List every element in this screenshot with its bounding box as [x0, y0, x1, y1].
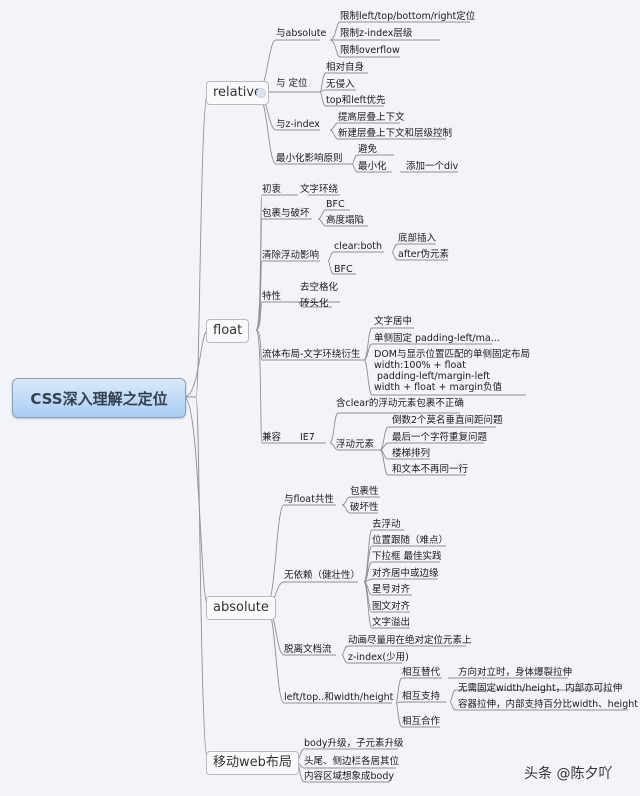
- node-leaf[interactable]: 限制z-index层级: [340, 28, 413, 39]
- branch-relative[interactable]: relative: [206, 81, 270, 105]
- node-leaf[interactable]: 文字居中: [374, 316, 413, 327]
- node-features[interactable]: 特性: [262, 291, 282, 302]
- node-wrap-break[interactable]: 包裹与破坏: [262, 208, 310, 219]
- node-leaf[interactable]: after伪元素: [398, 249, 449, 260]
- node-leaf[interactable]: 最后一个字符重复问题: [392, 432, 488, 443]
- node-leaf[interactable]: 破坏性: [350, 502, 379, 513]
- node-with-absolute[interactable]: 与absolute: [276, 28, 327, 39]
- node-leaf[interactable]: 限制overflow: [340, 45, 400, 56]
- node-leaf[interactable]: 容器拉伸，内部支持百分比width、height: [458, 699, 638, 710]
- branch-float-label: float: [213, 323, 243, 338]
- node-leaf[interactable]: 下拉框 最佳实践: [372, 551, 442, 562]
- node-leaf[interactable]: 砖头化: [300, 298, 329, 309]
- node-leaf[interactable]: 星号对齐: [372, 584, 411, 595]
- node-minimize-principle[interactable]: 最小化影响原则: [276, 153, 343, 164]
- node-left-top-width-height[interactable]: left/top..和width/height: [284, 692, 394, 703]
- node-leaf[interactable]: 文字溢出: [372, 617, 411, 628]
- branch-relative-label: relative: [213, 85, 263, 100]
- branch-absolute[interactable]: absolute: [206, 596, 276, 620]
- node-leaf[interactable]: padding-left/margin-left: [374, 371, 490, 382]
- node-out-of-flow[interactable]: 脱离文档流: [284, 644, 332, 655]
- node-leaf[interactable]: 避免: [358, 144, 378, 155]
- node-leaf[interactable]: 去浮动: [372, 519, 401, 530]
- node-leaf[interactable]: DOM与显示位置匹配的单侧固定布局: [374, 349, 530, 360]
- node-clear-float[interactable]: 清除浮动影响: [262, 250, 320, 261]
- node-leaf[interactable]: 含clear的浮动元素包裹不正确: [336, 398, 464, 409]
- node-leaf[interactable]: 对齐居中或边缘: [372, 568, 439, 579]
- node-ie7[interactable]: IE7: [300, 432, 315, 443]
- node-leaf[interactable]: 添加一个div: [406, 161, 459, 172]
- node-leaf[interactable]: 单侧固定 padding-left/ma...: [374, 333, 500, 344]
- node-leaf[interactable]: 底部插入: [398, 233, 437, 244]
- branch-mobile-label: 移动web布局: [213, 755, 292, 770]
- node-leaf[interactable]: clear:both: [334, 241, 383, 252]
- node-leaf[interactable]: 内容区域想象成body: [304, 771, 394, 782]
- node-leaf[interactable]: 最小化: [358, 161, 387, 172]
- node-leaf[interactable]: BFC: [334, 264, 353, 275]
- branch-mobile[interactable]: 移动web布局: [206, 751, 299, 775]
- node-leaf[interactable]: 无侵入: [326, 79, 355, 90]
- node-independent[interactable]: 无依赖（健壮性）: [284, 570, 361, 581]
- node-leaf[interactable]: top和left优先: [326, 95, 386, 106]
- node-positioning[interactable]: 与 定位: [276, 78, 308, 89]
- node-leaf[interactable]: 提高层叠上下文: [338, 112, 405, 123]
- node-leaf[interactable]: 倒数2个莫名垂直间距问题: [392, 415, 503, 426]
- node-original-intent[interactable]: 初衷: [262, 184, 282, 195]
- node-leaf[interactable]: 相互替代: [402, 667, 441, 678]
- node-leaf[interactable]: width + float + margin负值: [374, 382, 503, 393]
- root-node[interactable]: CSS深入理解之定位: [12, 378, 186, 418]
- branch-absolute-label: absolute: [213, 600, 269, 615]
- node-leaf[interactable]: 和文本不再同一行: [392, 464, 469, 475]
- node-leaf[interactable]: 包裹性: [350, 486, 379, 497]
- node-float-common[interactable]: 与float共性: [284, 494, 334, 505]
- node-leaf[interactable]: 文字环绕: [300, 184, 339, 195]
- node-leaf[interactable]: 相对自身: [326, 62, 365, 73]
- node-float-element[interactable]: 浮动元素: [336, 439, 375, 450]
- node-leaf[interactable]: 相互支持: [402, 691, 441, 702]
- node-fluid-layout[interactable]: 流体布局-文字环绕衍生: [262, 349, 361, 360]
- node-leaf[interactable]: 动画尽量用在绝对定位元素上: [348, 635, 472, 646]
- branch-float[interactable]: float: [206, 319, 250, 343]
- node-leaf[interactable]: 去空格化: [300, 282, 339, 293]
- node-leaf[interactable]: 限制left/top/bottom/right定位: [340, 11, 476, 22]
- node-leaf[interactable]: width:100% + float: [374, 360, 466, 371]
- node-leaf[interactable]: z-index(少用): [348, 652, 409, 663]
- node-leaf[interactable]: 图文对齐: [372, 601, 411, 612]
- node-leaf[interactable]: 高度塌陷: [326, 215, 365, 226]
- node-leaf[interactable]: body升级，子元素升级: [304, 738, 404, 749]
- node-z-index[interactable]: 与z-index: [276, 119, 320, 130]
- node-leaf[interactable]: 楼梯排列: [392, 448, 431, 459]
- node-leaf[interactable]: 相互合作: [402, 716, 441, 727]
- node-leaf[interactable]: 新建层叠上下文和层级控制: [338, 128, 453, 139]
- node-leaf[interactable]: BFC: [326, 199, 345, 210]
- node-leaf[interactable]: 位置跟随（难点）: [372, 535, 449, 546]
- node-leaf[interactable]: 头尾、侧边栏各居其位: [304, 756, 400, 767]
- root-label: CSS深入理解之定位: [30, 389, 168, 408]
- watermark: 头条 @陈夕吖: [524, 766, 613, 782]
- node-compat[interactable]: 兼容: [262, 432, 282, 443]
- collapse-toggle-icon[interactable]: [256, 88, 266, 98]
- node-leaf[interactable]: 无需固定width/height，内部亦可拉伸: [458, 683, 623, 694]
- node-leaf[interactable]: 方向对立时，身体爆裂拉伸: [458, 667, 573, 678]
